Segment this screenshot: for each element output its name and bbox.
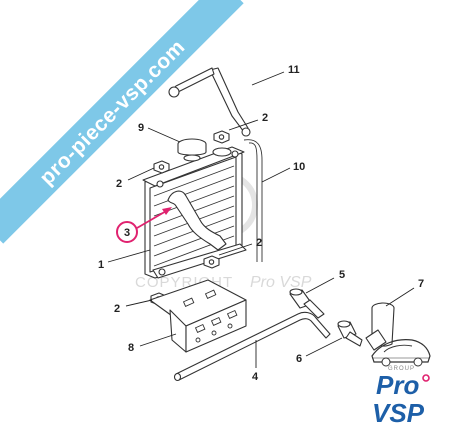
callout-10: 10	[261, 161, 305, 183]
callout-7: 7	[385, 278, 424, 307]
callout-2-a: 2	[228, 112, 268, 131]
logo-accent-dot	[422, 374, 430, 382]
support-plate-part-8[interactable]	[149, 279, 247, 353]
elbow-hose-part-7[interactable]	[365, 302, 395, 351]
highlight-number: 3	[124, 227, 130, 239]
long-pipe-part-4[interactable]	[173, 311, 331, 382]
svg-text:10: 10	[293, 161, 305, 173]
callout-2-b: 2	[116, 167, 155, 190]
nut-part-2-top-right[interactable]	[213, 130, 230, 144]
callout-11: 11	[251, 64, 300, 86]
svg-text:2: 2	[262, 112, 268, 124]
svg-text:8: 8	[128, 342, 134, 354]
callout-2-d: 2	[114, 299, 153, 315]
nut-part-2-left[interactable]	[153, 160, 170, 174]
overflow-pipe-part-10[interactable]	[243, 139, 263, 262]
svg-text:11: 11	[288, 64, 300, 76]
logo-word-pro: Pro	[376, 370, 419, 400]
callout-1: 1	[98, 249, 151, 271]
svg-text:4: 4	[252, 371, 259, 383]
svg-text:9: 9	[138, 122, 144, 134]
callout-2-c: 2	[218, 237, 262, 256]
svg-text:7: 7	[418, 278, 424, 290]
svg-text:2: 2	[116, 178, 122, 190]
logo-word-vsp: VSP	[372, 398, 425, 428]
radiator-cap-part-9[interactable]	[177, 138, 207, 162]
callout-9: 9	[138, 122, 181, 143]
watermark-brand: Pro VSP	[250, 274, 312, 291]
fitting-part-6[interactable]	[337, 320, 363, 347]
callout-8: 8	[128, 333, 177, 354]
callout-5: 5	[305, 269, 345, 294]
svg-text:2: 2	[256, 237, 262, 249]
pro-vsp-logo: GROUP Pro VSP	[371, 339, 431, 428]
connector-part-5[interactable]	[289, 288, 325, 319]
svg-text:6: 6	[296, 353, 302, 365]
callout-6: 6	[296, 337, 343, 365]
logo-tagline: GROUP	[388, 366, 415, 372]
svg-text:2: 2	[114, 303, 120, 315]
hose-part-3[interactable]	[167, 190, 227, 251]
svg-text:5: 5	[339, 269, 345, 281]
svg-text:1: 1	[98, 259, 104, 271]
nut-part-2-middle[interactable]	[203, 255, 220, 269]
callout-4: 4	[252, 340, 259, 383]
bracket-part-11[interactable]	[168, 67, 251, 137]
highlight-marker-part-3[interactable]: 3	[116, 207, 172, 243]
